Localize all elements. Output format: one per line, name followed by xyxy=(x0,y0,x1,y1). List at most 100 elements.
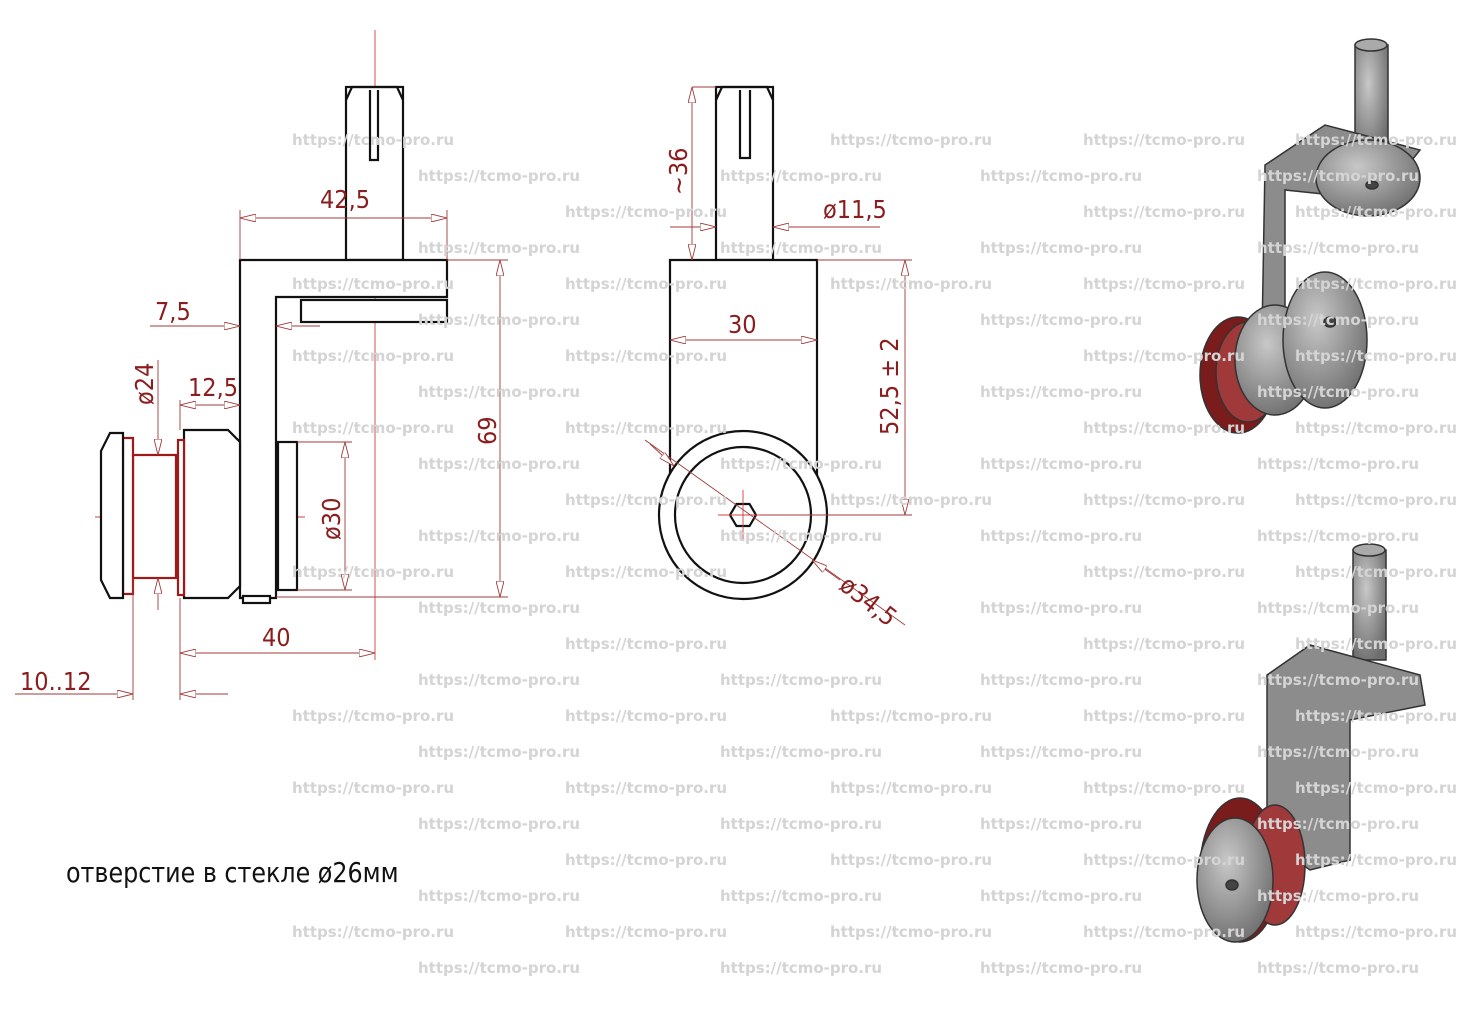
watermark-text: https://tcmo-pro.ru xyxy=(418,815,580,833)
watermark-text: https://tcmo-pro.ru xyxy=(1083,419,1245,437)
watermark-text: https://tcmo-pro.ru xyxy=(720,743,882,761)
watermark-text: https://tcmo-pro.ru xyxy=(1257,527,1419,545)
watermark-text: https://tcmo-pro.ru xyxy=(980,815,1142,833)
glass-hole-caption: отверстие в стекле ø26мм xyxy=(66,856,399,889)
watermark-text: https://tcmo-pro.ru xyxy=(720,455,882,473)
watermark-text: https://tcmo-pro.ru xyxy=(565,779,727,797)
watermark-text: https://tcmo-pro.ru xyxy=(720,671,882,689)
watermark-text: https://tcmo-pro.ru xyxy=(418,167,580,185)
watermark-text: https://tcmo-pro.ru xyxy=(720,167,882,185)
watermark-text: https://tcmo-pro.ru xyxy=(565,707,727,725)
watermark-text: https://tcmo-pro.ru xyxy=(1257,239,1419,257)
watermark-text: https://tcmo-pro.ru xyxy=(1083,851,1245,869)
watermark-text: https://tcmo-pro.ru xyxy=(1295,707,1457,725)
watermark-text: https://tcmo-pro.ru xyxy=(980,239,1142,257)
watermark-text: https://tcmo-pro.ru xyxy=(418,671,580,689)
dim-center: 52,5 ± 2 xyxy=(875,338,904,436)
watermark-text: https://tcmo-pro.ru xyxy=(980,887,1142,905)
watermark-text: https://tcmo-pro.ru xyxy=(1295,923,1457,941)
watermark-text: https://tcmo-pro.ru xyxy=(292,131,454,149)
watermark-text: https://tcmo-pro.ru xyxy=(1083,563,1245,581)
watermark-text: https://tcmo-pro.ru xyxy=(980,959,1142,977)
watermark-text: https://tcmo-pro.ru xyxy=(1295,131,1457,149)
watermark-text: https://tcmo-pro.ru xyxy=(1257,887,1419,905)
dim-pin-dia: ø11,5 xyxy=(823,195,887,224)
watermark-text: https://tcmo-pro.ru xyxy=(418,743,580,761)
watermark-text: https://tcmo-pro.ru xyxy=(720,527,882,545)
watermark-layer: https://tcmo-pro.ru https://tcmo-pro.ru ht… xyxy=(292,131,1457,977)
dim-height: 69 xyxy=(473,416,502,445)
set-screw xyxy=(241,594,272,605)
pin xyxy=(344,85,405,262)
watermark-text: https://tcmo-pro.ru xyxy=(1295,203,1457,221)
watermark-text: https://tcmo-pro.ru xyxy=(1295,491,1457,509)
disc xyxy=(276,440,299,592)
watermark-text: https://tcmo-pro.ru xyxy=(1083,779,1245,797)
gasket-ring xyxy=(176,438,186,597)
watermark-text: https://tcmo-pro.ru xyxy=(1257,815,1419,833)
watermark-text: https://tcmo-pro.ru xyxy=(1083,707,1245,725)
gasket-sleeve xyxy=(131,453,178,580)
watermark-text: https://tcmo-pro.ru xyxy=(830,707,992,725)
watermark-text: https://tcmo-pro.ru xyxy=(418,887,580,905)
gasket-washer xyxy=(121,436,135,596)
watermark-text: https://tcmo-pro.ru xyxy=(565,635,727,653)
front-view: ~36 ø11,5 30 52,5 ± 2 ø34,5 xyxy=(644,85,912,632)
watermark-text: https://tcmo-pro.ru xyxy=(565,347,727,365)
watermark-text: https://tcmo-pro.ru xyxy=(1083,131,1245,149)
watermark-text: https://tcmo-pro.ru xyxy=(292,419,454,437)
watermark-text: https://tcmo-pro.ru xyxy=(1295,779,1457,797)
watermark-text: https://tcmo-pro.ru xyxy=(1083,635,1245,653)
watermark-text: https://tcmo-pro.ru xyxy=(830,923,992,941)
watermark-text: https://tcmo-pro.ru xyxy=(1295,419,1457,437)
watermark-text: https://tcmo-pro.ru xyxy=(292,563,454,581)
dim-body-width: 30 xyxy=(728,310,757,339)
watermark-text: https://tcmo-pro.ru xyxy=(292,923,454,941)
watermark-text: https://tcmo-pro.ru xyxy=(1083,491,1245,509)
watermark-text: https://tcmo-pro.ru xyxy=(565,275,727,293)
watermark-text: https://tcmo-pro.ru xyxy=(830,275,992,293)
watermark-text: https://tcmo-pro.ru xyxy=(565,851,727,869)
watermark-text: https://tcmo-pro.ru xyxy=(830,851,992,869)
watermark-text: https://tcmo-pro.ru xyxy=(292,707,454,725)
watermark-text: https://tcmo-pro.ru xyxy=(418,527,580,545)
watermark-text: https://tcmo-pro.ru xyxy=(1295,635,1457,653)
pin-slot xyxy=(715,85,774,160)
arm-plate xyxy=(299,298,449,324)
watermark-text: https://tcmo-pro.ru xyxy=(565,203,727,221)
watermark-text: https://tcmo-pro.ru xyxy=(1083,275,1245,293)
watermark-text: https://tcmo-pro.ru xyxy=(980,599,1142,617)
watermark-text: https://tcmo-pro.ru xyxy=(980,311,1142,329)
watermark-text: https://tcmo-pro.ru xyxy=(980,383,1142,401)
watermark-text: https://tcmo-pro.ru xyxy=(418,599,580,617)
watermark-text: https://tcmo-pro.ru xyxy=(980,743,1142,761)
watermark-text: https://tcmo-pro.ru xyxy=(830,779,992,797)
watermark-text: https://tcmo-pro.ru xyxy=(292,275,454,293)
watermark-text: https://tcmo-pro.ru xyxy=(418,383,580,401)
dim-gap: 12,5 xyxy=(188,373,238,402)
watermark-text: https://tcmo-pro.ru xyxy=(1257,455,1419,473)
dim-width: 42,5 xyxy=(320,185,370,214)
watermark-text: https://tcmo-pro.ru xyxy=(565,419,727,437)
watermark-text: https://tcmo-pro.ru xyxy=(292,347,454,365)
dim-outer-dia: ø34,5 xyxy=(834,570,902,632)
watermark-text: https://tcmo-pro.ru xyxy=(1083,347,1245,365)
dim-disc-dia: ø30 xyxy=(317,498,346,540)
clamp-cylinder xyxy=(182,428,242,600)
watermark-text: https://tcmo-pro.ru xyxy=(720,815,882,833)
dim-pin-length: ~36 xyxy=(664,148,693,195)
watermark-text: https://tcmo-pro.ru xyxy=(418,455,580,473)
watermark-text: https://tcmo-pro.ru xyxy=(565,563,727,581)
watermark-text: https://tcmo-pro.ru xyxy=(565,491,727,509)
watermark-text: https://tcmo-pro.ru xyxy=(565,923,727,941)
watermark-text: https://tcmo-pro.ru xyxy=(1083,923,1245,941)
watermark-text: https://tcmo-pro.ru xyxy=(1257,383,1419,401)
watermark-text: https://tcmo-pro.ru xyxy=(1257,599,1419,617)
watermark-text: https://tcmo-pro.ru xyxy=(1257,167,1419,185)
dim-offset: 40 xyxy=(262,623,291,652)
pin xyxy=(714,85,775,262)
watermark-text: https://tcmo-pro.ru xyxy=(1257,671,1419,689)
watermark-text: https://tcmo-pro.ru xyxy=(418,239,580,257)
